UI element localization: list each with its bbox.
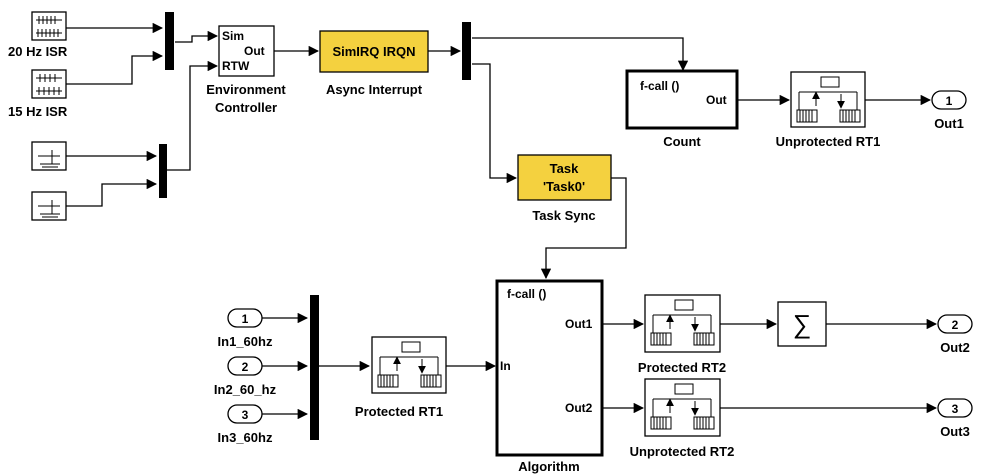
pulse-generator-icon [36,16,62,37]
async-interrupt-block[interactable]: SimIRQ IRQN [319,30,429,73]
wire-demux-count [472,37,689,72]
protected-rt2-block[interactable] [644,294,721,353]
protected-rt1-label: Protected RT1 [355,404,443,419]
async-interrupt-text: SimIRQ IRQN [332,44,415,59]
task-sync-label: Task Sync [532,208,595,223]
in3-port[interactable]: 3 [227,404,263,424]
env-controller-label-line1: Environment [206,82,286,97]
task-sync-line1: Task [550,161,579,176]
protected-rt1-block[interactable] [371,336,447,394]
isr15-block[interactable] [31,69,67,99]
out3-port[interactable]: 3 [937,398,973,418]
in1-label: In1_60hz [218,334,273,349]
out2-port[interactable]: 2 [937,314,973,334]
out1-label: Out1 [934,116,964,131]
mux-2[interactable] [159,144,167,198]
wire-ground2-mux2 [66,178,158,207]
wire-tasksync-algorithm [540,177,627,280]
in1-port[interactable]: 1 [227,308,263,328]
pulse-generator-icon [36,74,62,95]
algorithm-in-port: In [500,359,511,373]
demux[interactable] [462,22,471,80]
isr15-label: 15 Hz ISR [8,104,68,119]
wire-demux-tasksync [472,63,518,184]
ground-icon [38,150,60,168]
out2-number: 2 [952,318,959,332]
out1-number: 1 [946,94,953,108]
rate-transition-icon [377,341,442,388]
in2-label: In2_60_hz [214,382,277,397]
out1-port[interactable]: 1 [931,90,967,110]
unprotected-rt1-label: Unprotected RT1 [776,134,881,149]
out3-number: 3 [952,402,959,416]
sum-symbol: ∑ [793,309,812,339]
env-port-out: Out [244,44,265,58]
out3-label: Out3 [940,424,970,439]
isr20-label: 20 Hz ISR [8,44,68,59]
algorithm-label: Algorithm [518,459,579,474]
in3-number: 3 [242,408,249,422]
rate-transition-icon [796,76,861,123]
wires [66,22,938,420]
wire-mux2-rtw [167,60,219,171]
algorithm-out2-port: Out2 [565,401,593,415]
task-sync-line2: 'Task0' [543,179,585,194]
wire-isr15-mux [66,50,164,85]
task-sync-block[interactable]: Task 'Task0' [517,154,612,201]
mux-3[interactable] [310,295,319,440]
count-label: Count [663,134,701,149]
rate-transition-icon [650,383,715,430]
out2-label: Out2 [940,340,970,355]
ground-block-1[interactable] [31,141,67,171]
count-out-port: Out [706,93,727,107]
ground-icon [38,200,60,218]
unprotected-rt2-block[interactable] [644,378,721,437]
env-port-sim: Sim [222,29,244,43]
protected-rt2-label: Protected RT2 [638,360,726,375]
mux-1[interactable] [165,12,174,70]
environment-controller-block[interactable]: Sim Out RTW [218,25,275,77]
in1-number: 1 [242,312,249,326]
rate-transition-icon [650,299,715,346]
async-interrupt-label: Async Interrupt [326,82,423,97]
ground-block-2[interactable] [31,191,67,221]
in2-port[interactable]: 2 [227,356,263,376]
unprotected-rt1-block[interactable] [790,71,866,128]
sum-block[interactable]: ∑ [777,301,827,347]
in2-number: 2 [242,360,249,374]
env-controller-label-line2: Controller [215,100,277,115]
env-port-rtw: RTW [222,59,250,73]
algorithm-fcall: f-call () [507,287,546,301]
wire-mux-sim [175,30,219,43]
in3-label: In3_60hz [218,430,273,445]
isr20-block[interactable] [31,11,67,41]
count-block[interactable]: f-call () Out [625,69,739,130]
algorithm-out1-port: Out1 [565,317,593,331]
count-fcall: f-call () [640,79,679,93]
algorithm-block[interactable]: f-call () In Out1 Out2 [495,279,604,457]
unprotected-rt2-label: Unprotected RT2 [630,444,735,459]
